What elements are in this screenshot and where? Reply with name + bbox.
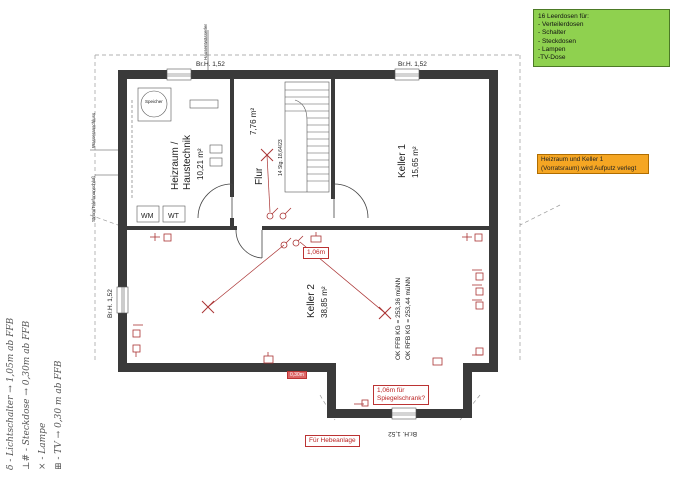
window-left <box>116 286 129 314</box>
exterior-walls <box>118 70 498 418</box>
socket-bottom-mid <box>263 352 274 364</box>
socket-top-left <box>150 233 172 242</box>
window-top-left <box>166 68 192 81</box>
electrical-symbols <box>132 207 484 407</box>
heizraum-fixtures <box>136 87 223 223</box>
window-top-right <box>394 68 420 81</box>
height-106-label: 1,06m <box>303 247 330 259</box>
legend-item-verteilerdosen: - Verteilerdosen <box>538 21 584 29</box>
room-labels: Heizraum / Haustechnik 10,21 m² Flur 7,7… <box>170 108 420 318</box>
tech-labels: Br.H. 1,52 Br.H. 1,52 Br.H. 1,52 Br.H. 1… <box>91 23 427 437</box>
strom-label: Strom/Telefonanschluß <box>91 176 96 222</box>
socket-right-4 <box>472 347 484 356</box>
window-label-left: Br.H. 1,52 <box>107 289 114 318</box>
supply-lines <box>90 30 209 176</box>
legend-title: 16 Leerdosen für: <box>538 13 589 20</box>
window-label-top-right: Br.H. 1,52 <box>398 61 427 68</box>
window-bottom <box>391 407 417 420</box>
room-heizraum-name2: Haustechnik <box>182 134 193 190</box>
legend-item-steckdosen: - Steckdosen <box>538 37 576 45</box>
hebeanlage-note: Für Hebeanlage <box>305 435 360 447</box>
legend-item-lampen: - Lampen <box>538 45 566 53</box>
spiegelschrank-line1: 1,06m für <box>377 387 405 394</box>
washbasin <box>162 205 186 223</box>
hausentwaesserung-label: Hausentwässerler <box>203 23 208 60</box>
handwritten-line2: ⊥# - Steckdose → 0,30m ab FFB <box>22 320 32 470</box>
room-keller1-name: Keller 1 <box>397 144 408 178</box>
handwritten-line3: × - Lampe <box>38 422 48 470</box>
stair-label: 14 Stg. 18,64/23 <box>278 139 284 176</box>
wasseranschluss-label: Wasseranschluss <box>91 112 96 148</box>
socket-bottom-right <box>432 357 443 366</box>
windows <box>116 68 420 420</box>
switch-keller2 <box>280 235 304 249</box>
socket-left-2 <box>132 344 141 357</box>
handwritten-line4: ⊞ - TV → 0,30 m ab FFB <box>54 360 64 470</box>
room-flur-name: Flur <box>254 167 265 185</box>
speicher-label: Speicher <box>145 99 163 104</box>
lamp-flur <box>260 148 274 162</box>
switch-door <box>266 207 292 220</box>
socket-right-top <box>462 233 483 242</box>
wiring <box>207 154 386 314</box>
level-rfb: OK RFB KG = 253,44 müNN <box>405 277 412 360</box>
spiegelschrank-line2: Spiegelschrank? <box>377 395 426 402</box>
doors <box>197 183 369 259</box>
legend-box: 16 Leerdosen für: - Verteilerdosen - Sch… <box>533 9 670 67</box>
socket-right-3 <box>472 299 484 310</box>
red-small-label: 0,30m <box>287 371 307 379</box>
room-flur-area: 7,76 m² <box>249 108 258 135</box>
staircase <box>284 81 330 193</box>
socket-left-1 <box>132 324 143 338</box>
legend-item-tv: -TV-Dose <box>538 54 566 62</box>
note-line2: (Vorratsraum) wird Aufputz verlegt <box>541 164 637 172</box>
room-keller1-area: 15,65 m² <box>411 146 420 178</box>
legend-item-schalter: - Schalter <box>538 29 566 37</box>
socket-keller2-top <box>310 232 322 243</box>
lamps <box>201 148 392 320</box>
socket-right-2 <box>472 284 484 296</box>
washing-machine <box>136 205 160 223</box>
wm-label: WM <box>141 213 154 220</box>
room-keller2-area: 38,85 m² <box>320 286 329 318</box>
room-keller2-name: Keller 2 <box>306 284 317 318</box>
level-ffb: OK FFB KG = 253,36 müNN <box>395 278 402 360</box>
socket-annex <box>354 399 369 407</box>
note-box: Heizraum und Keller 1 (Vorratsraum) wird… <box>537 154 649 174</box>
spiegelschrank-note: 1,06m für Spiegelschrank? <box>373 385 430 405</box>
lamp-keller2-right <box>378 306 392 320</box>
window-label-top-left: Br.H. 1,52 <box>196 61 225 68</box>
note-line1: Heizraum und Keller 1 <box>541 156 604 163</box>
interior-walls <box>127 79 489 230</box>
lamp-keller2-left <box>201 300 215 314</box>
room-heizraum-area: 10,21 m² <box>196 148 205 180</box>
wt-label: WT <box>168 213 180 220</box>
room-heizraum-name1: Heizraum / <box>170 141 181 190</box>
window-label-bottom: Br.H. 1,52 <box>388 430 417 437</box>
socket-right-1 <box>472 269 484 281</box>
handwritten-line1: δ - Lichtschalter → 1,05m ab FFB <box>6 317 16 470</box>
